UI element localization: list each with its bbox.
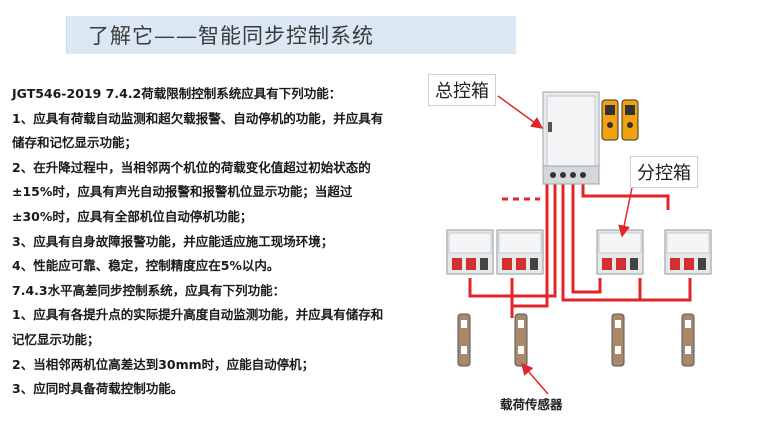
- load-sensor-icon: [458, 314, 470, 366]
- load-sensor-icon: [612, 314, 624, 366]
- main-control-box: [543, 92, 599, 184]
- sub-control-box: [447, 230, 493, 274]
- remote-control-icon: [602, 100, 638, 140]
- load-sensor-icon: [682, 314, 694, 366]
- arrow-sensor: [522, 364, 548, 394]
- sub-control-box: [597, 230, 643, 274]
- main-box-label: 总控箱: [428, 74, 496, 106]
- sensor-label: 载荷传感器: [500, 394, 563, 413]
- load-sensor-icon: [515, 314, 527, 366]
- sub-box-label: 分控箱: [630, 156, 698, 188]
- sub-control-box: [497, 230, 543, 274]
- sub-control-box: [665, 230, 711, 274]
- arrow-main: [498, 96, 542, 128]
